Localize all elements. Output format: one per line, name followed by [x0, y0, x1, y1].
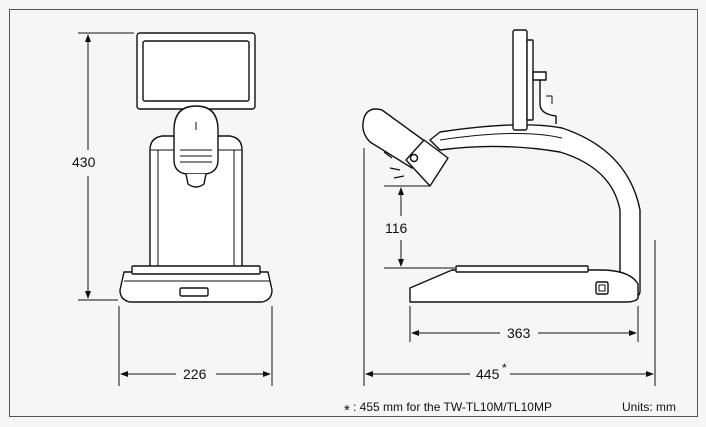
footnote-mark: * [344, 402, 350, 419]
front-width-label: 226 [183, 366, 207, 382]
side-monitor [512, 29, 528, 131]
side-total-length-label: 445 [476, 366, 500, 382]
front-monitor-screen [142, 40, 250, 102]
side-base-length-dimension [409, 306, 639, 342]
front-base-plate [131, 265, 261, 275]
front-width-dimension [118, 306, 273, 386]
front-camera-head [173, 105, 219, 175]
side-total-length-mark: * [502, 361, 507, 375]
side-monitor-mount [532, 71, 557, 124]
front-height-dimension [78, 32, 134, 301]
footnote-text: : 455 mm for the TW-TL10M/TL10MP [353, 400, 552, 414]
front-camera-lens [185, 173, 207, 188]
side-gap-label: 116 [385, 220, 408, 236]
front-height-label: 430 [72, 154, 96, 170]
side-total-length-dimension [363, 148, 656, 386]
footnote-units: Units: mm [622, 400, 676, 414]
front-base [119, 271, 273, 303]
side-base [409, 269, 639, 303]
side-camera-lens [405, 139, 449, 187]
front-view [119, 32, 273, 303]
side-gap-dimension [384, 185, 455, 269]
side-base-length-label: 363 [507, 325, 531, 341]
side-base-plate [455, 265, 589, 273]
front-base-handle [179, 287, 209, 297]
page-border [9, 9, 698, 417]
side-view [362, 29, 641, 303]
